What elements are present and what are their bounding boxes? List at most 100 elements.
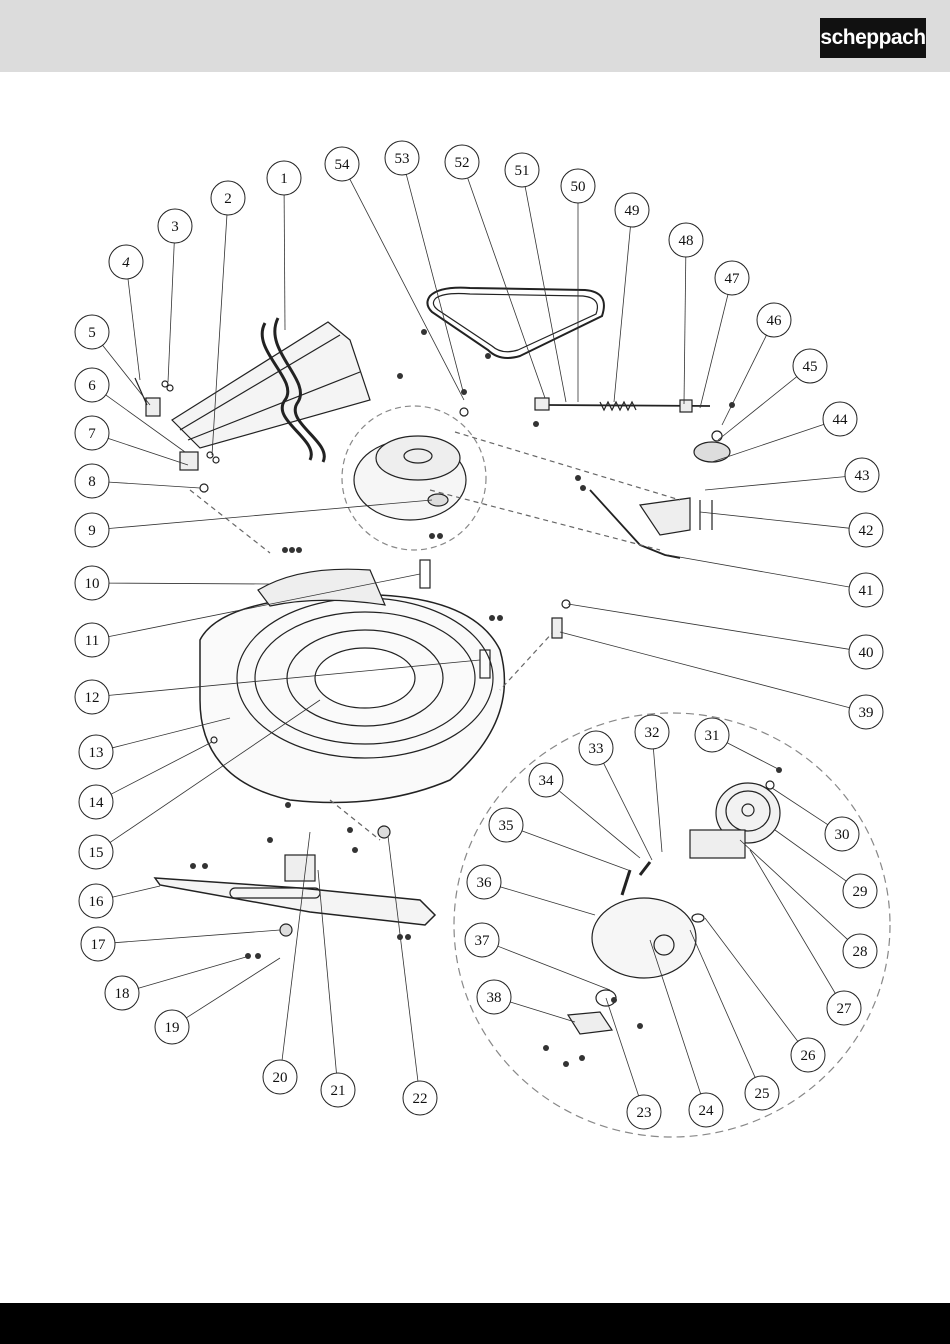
leader-line-27 bbox=[750, 850, 835, 993]
callout-53: 53 bbox=[385, 141, 419, 175]
callout-number: 3 bbox=[171, 219, 179, 235]
callout-39: 39 bbox=[849, 695, 883, 729]
callout-3: 3 bbox=[158, 209, 192, 243]
callout-number: 35 bbox=[499, 818, 514, 834]
callout-number: 48 bbox=[679, 233, 694, 249]
callout-34: 34 bbox=[529, 763, 563, 797]
callout-number: 50 bbox=[571, 179, 586, 195]
callout-35: 35 bbox=[489, 808, 523, 842]
leader-line-38 bbox=[510, 1002, 575, 1022]
callout-number: 21 bbox=[331, 1083, 346, 1099]
leader-line-30 bbox=[772, 788, 828, 825]
callout-51: 51 bbox=[505, 153, 539, 187]
leader-line-18 bbox=[138, 957, 246, 988]
callout-29: 29 bbox=[843, 874, 877, 908]
leader-line-28 bbox=[740, 840, 848, 939]
callout-15: 15 bbox=[79, 835, 113, 869]
callout-number: 16 bbox=[89, 894, 105, 910]
callout-19: 19 bbox=[155, 1010, 189, 1044]
callout-number: 17 bbox=[91, 937, 107, 953]
callout-38: 38 bbox=[477, 980, 511, 1014]
leader-line-19 bbox=[186, 958, 280, 1018]
callout-54: 54 bbox=[325, 147, 359, 181]
callout-45: 45 bbox=[793, 349, 827, 383]
leader-line-23 bbox=[606, 998, 639, 1096]
leader-line-41 bbox=[668, 555, 849, 587]
callout-28: 28 bbox=[843, 934, 877, 968]
callout-12: 12 bbox=[75, 680, 109, 714]
callout-2: 2 bbox=[211, 181, 245, 215]
callout-50: 50 bbox=[561, 169, 595, 203]
leader-line-35 bbox=[522, 831, 628, 870]
leader-line-14 bbox=[111, 742, 212, 794]
callout-number: 13 bbox=[89, 745, 104, 761]
callout-11: 11 bbox=[75, 623, 109, 657]
callout-number: 9 bbox=[88, 523, 96, 539]
callout-number: 23 bbox=[637, 1105, 652, 1121]
callout-number: 6 bbox=[88, 378, 96, 394]
callout-13: 13 bbox=[79, 735, 113, 769]
callout-number: 42 bbox=[859, 523, 874, 539]
callout-number: 45 bbox=[803, 359, 818, 375]
callout-8: 8 bbox=[75, 464, 109, 498]
discharge-chute bbox=[172, 318, 370, 462]
leader-line-44 bbox=[712, 424, 824, 462]
callout-21: 21 bbox=[321, 1073, 355, 1107]
callout-14: 14 bbox=[79, 785, 113, 819]
callout-30: 30 bbox=[825, 817, 859, 851]
leader-line-22 bbox=[388, 836, 418, 1081]
callout-number: 46 bbox=[767, 313, 783, 329]
leader-line-1 bbox=[284, 195, 285, 330]
callout-36: 36 bbox=[467, 865, 501, 899]
callout-20: 20 bbox=[263, 1060, 297, 1094]
callout-41: 41 bbox=[849, 573, 883, 607]
leader-line-51 bbox=[525, 187, 566, 402]
callout-number: 14 bbox=[89, 795, 105, 811]
callout-37: 37 bbox=[465, 923, 499, 957]
callout-number: 2 bbox=[224, 191, 232, 207]
callout-number: 36 bbox=[477, 875, 493, 891]
callout-23: 23 bbox=[627, 1095, 661, 1129]
callout-7: 7 bbox=[75, 416, 109, 450]
callout-24: 24 bbox=[689, 1093, 723, 1127]
callout-number: 22 bbox=[413, 1091, 428, 1107]
callout-number: 52 bbox=[455, 155, 470, 171]
callout-number: 31 bbox=[705, 728, 720, 744]
leader-line-37 bbox=[498, 946, 610, 990]
callout-number: 41 bbox=[859, 583, 874, 599]
callout-17: 17 bbox=[81, 927, 115, 961]
callout-43: 43 bbox=[845, 458, 879, 492]
callout-number: 30 bbox=[835, 827, 850, 843]
leader-line-47 bbox=[700, 295, 728, 408]
leader-line-48 bbox=[684, 257, 686, 404]
callout-26: 26 bbox=[791, 1038, 825, 1072]
callout-number: 1 bbox=[280, 171, 288, 187]
callout-number: 44 bbox=[833, 412, 849, 428]
leader-line-46 bbox=[722, 335, 766, 425]
leader-line-3 bbox=[168, 243, 174, 382]
callout-18: 18 bbox=[105, 976, 139, 1010]
callout-number: 29 bbox=[853, 884, 868, 900]
callout-number: 8 bbox=[88, 474, 96, 490]
callout-6: 6 bbox=[75, 368, 109, 402]
callout-number: 51 bbox=[515, 163, 530, 179]
leader-line-36 bbox=[500, 887, 595, 915]
callout-number: 39 bbox=[859, 705, 874, 721]
leader-line-49 bbox=[614, 227, 630, 402]
mower-blade bbox=[155, 855, 435, 925]
callout-number: 53 bbox=[395, 151, 410, 167]
upper-pulley-assembly bbox=[342, 406, 486, 550]
callout-number: 32 bbox=[645, 725, 660, 741]
leader-line-32 bbox=[653, 749, 662, 852]
callout-number: 4 bbox=[122, 255, 130, 271]
callout-number: 19 bbox=[165, 1020, 180, 1036]
callout-47: 47 bbox=[715, 261, 749, 295]
idler-assembly bbox=[590, 442, 730, 558]
callout-40: 40 bbox=[849, 635, 883, 669]
callout-number: 18 bbox=[115, 986, 130, 1002]
leader-line-17 bbox=[115, 930, 280, 943]
leader-line-16 bbox=[113, 886, 160, 897]
callout-number: 28 bbox=[853, 944, 868, 960]
callout-4: 4 bbox=[109, 245, 143, 279]
